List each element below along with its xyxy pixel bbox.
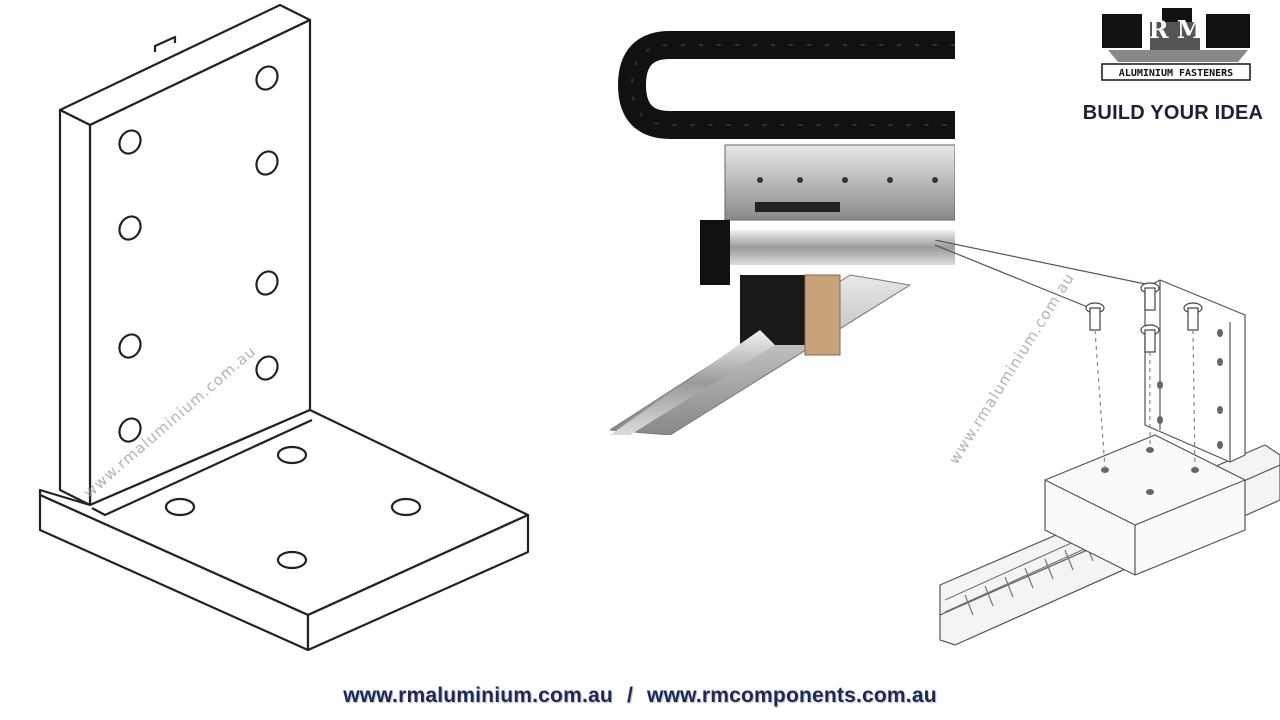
- linear-rail-photo: [610, 31, 955, 435]
- logo-subtitle: ALUMINIUM FASTENERS: [1119, 68, 1233, 79]
- footer-link-rmaluminium[interactable]: www.rmaluminium.com.au: [343, 684, 613, 707]
- footer-links: www.rmaluminium.com.au / www.rmcomponent…: [0, 684, 1280, 708]
- footer-link-rmcomponents[interactable]: www.rmcomponents.com.au: [647, 684, 937, 707]
- angle-bracket-drawing: [38, 3, 530, 652]
- logo-tagline: BUILD YOUR IDEA: [1082, 102, 1264, 124]
- logo-letters: R M: [1149, 15, 1204, 44]
- footer-separator: /: [626, 684, 633, 707]
- rm-logo-icon: R M ALUMINIUM FASTENERS: [1101, 8, 1251, 81]
- brand-logo: R M ALUMINIUM FASTENERS BUILD YOUR IDEA: [1070, 6, 1276, 126]
- exploded-assembly-drawing: [935, 240, 1280, 646]
